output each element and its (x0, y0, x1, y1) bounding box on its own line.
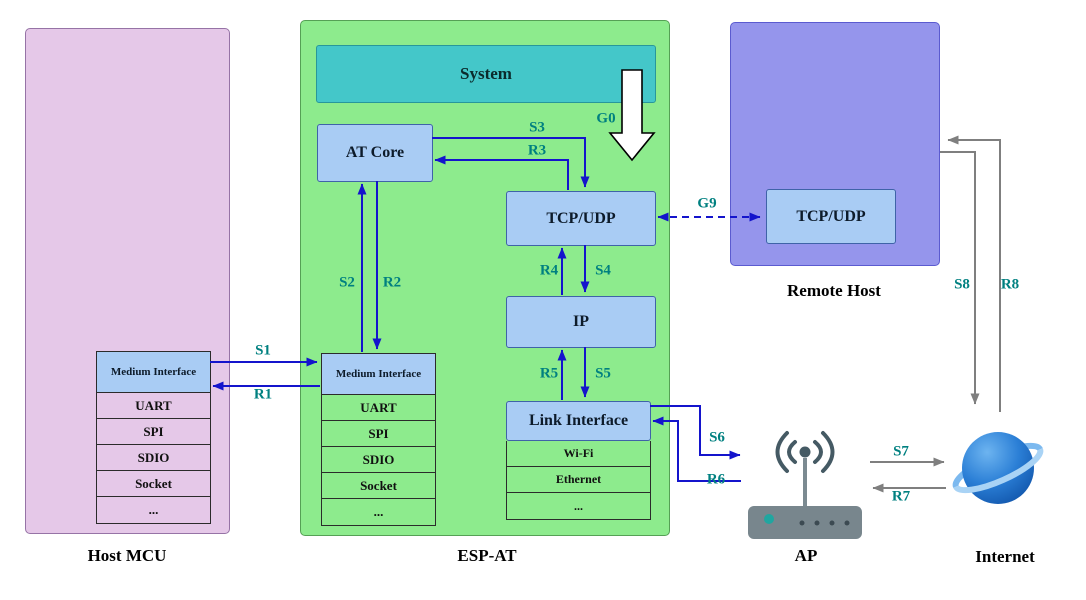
esp-at-box: System AT Core TCP/UDP IP Link Interface… (300, 20, 670, 536)
system-box: System (316, 45, 656, 103)
flow-label-r7: R7 (891, 488, 911, 505)
esp-medium-interface-table: Medium Interface UART SPI SDIO Socket ..… (321, 353, 436, 526)
table-row-socket: Socket (97, 471, 210, 497)
table-row-more: ... (574, 498, 583, 513)
ap-router-icon (748, 431, 862, 539)
flow-label-r6: R6 (706, 471, 726, 488)
table-row-sdio: SDIO (97, 445, 210, 471)
table-row-spi: SPI (97, 419, 210, 445)
table-row-more: ... (373, 504, 384, 519)
table-row-uart: UART (322, 395, 435, 421)
internet-globe-icon (952, 432, 1044, 504)
medium-interface-header: Medium Interface (97, 352, 210, 393)
flow-label-s7: S7 (893, 443, 909, 460)
host-mcu-label: Host MCU (87, 546, 167, 565)
table-row-spi: SPI (322, 421, 435, 447)
link-interface-table: Wi-Fi Ethernet ... (506, 441, 651, 520)
medium-interface-header: Medium Interface (322, 354, 435, 395)
remote-host-box: TCP/UDP (730, 22, 940, 266)
at-core-box: AT Core (317, 124, 433, 182)
flow-label-r1: R1 (253, 386, 273, 403)
flow-label-s4: S4 (595, 262, 611, 279)
remote-host-label: Remote Host (787, 281, 881, 300)
ap-label: AP (794, 546, 818, 565)
flow-label-s8: S8 (954, 276, 970, 293)
flow-label-s1: S1 (255, 342, 271, 359)
flow-label-s2: S2 (339, 274, 355, 291)
flow-label-s5: S5 (595, 365, 611, 382)
host-medium-interface-table: Medium Interface UART SPI SDIO Socket ..… (96, 351, 211, 524)
flow-label-r4: R4 (539, 262, 559, 279)
ip-box: IP (506, 296, 656, 348)
table-row-sdio: SDIO (322, 447, 435, 473)
flow-label-r2: R2 (382, 274, 402, 291)
esp-at-label: ESP-AT (457, 546, 517, 565)
flow-label-g0: G0 (596, 110, 616, 127)
flow-label-s6: S6 (709, 429, 725, 446)
table-row-more: ... (148, 502, 159, 517)
table-row-ethernet: Ethernet (507, 467, 650, 493)
internet-label: Internet (975, 547, 1035, 566)
flow-label-r5: R5 (539, 365, 559, 382)
esp-tcp-udp-box: TCP/UDP (506, 191, 656, 246)
flow-label-g9: G9 (697, 195, 717, 212)
host-mcu-box: Medium Interface UART SPI SDIO Socket ..… (25, 28, 230, 534)
flow-label-r8: R8 (1000, 276, 1020, 293)
table-row-wifi: Wi-Fi (507, 441, 650, 467)
flow-label-s3: S3 (529, 119, 545, 136)
flow-label-r3: R3 (527, 142, 547, 159)
table-row-uart: UART (97, 393, 210, 419)
link-interface-box: Link Interface (506, 401, 651, 441)
remote-tcp-udp-box: TCP/UDP (766, 189, 896, 244)
table-row-socket: Socket (322, 473, 435, 499)
